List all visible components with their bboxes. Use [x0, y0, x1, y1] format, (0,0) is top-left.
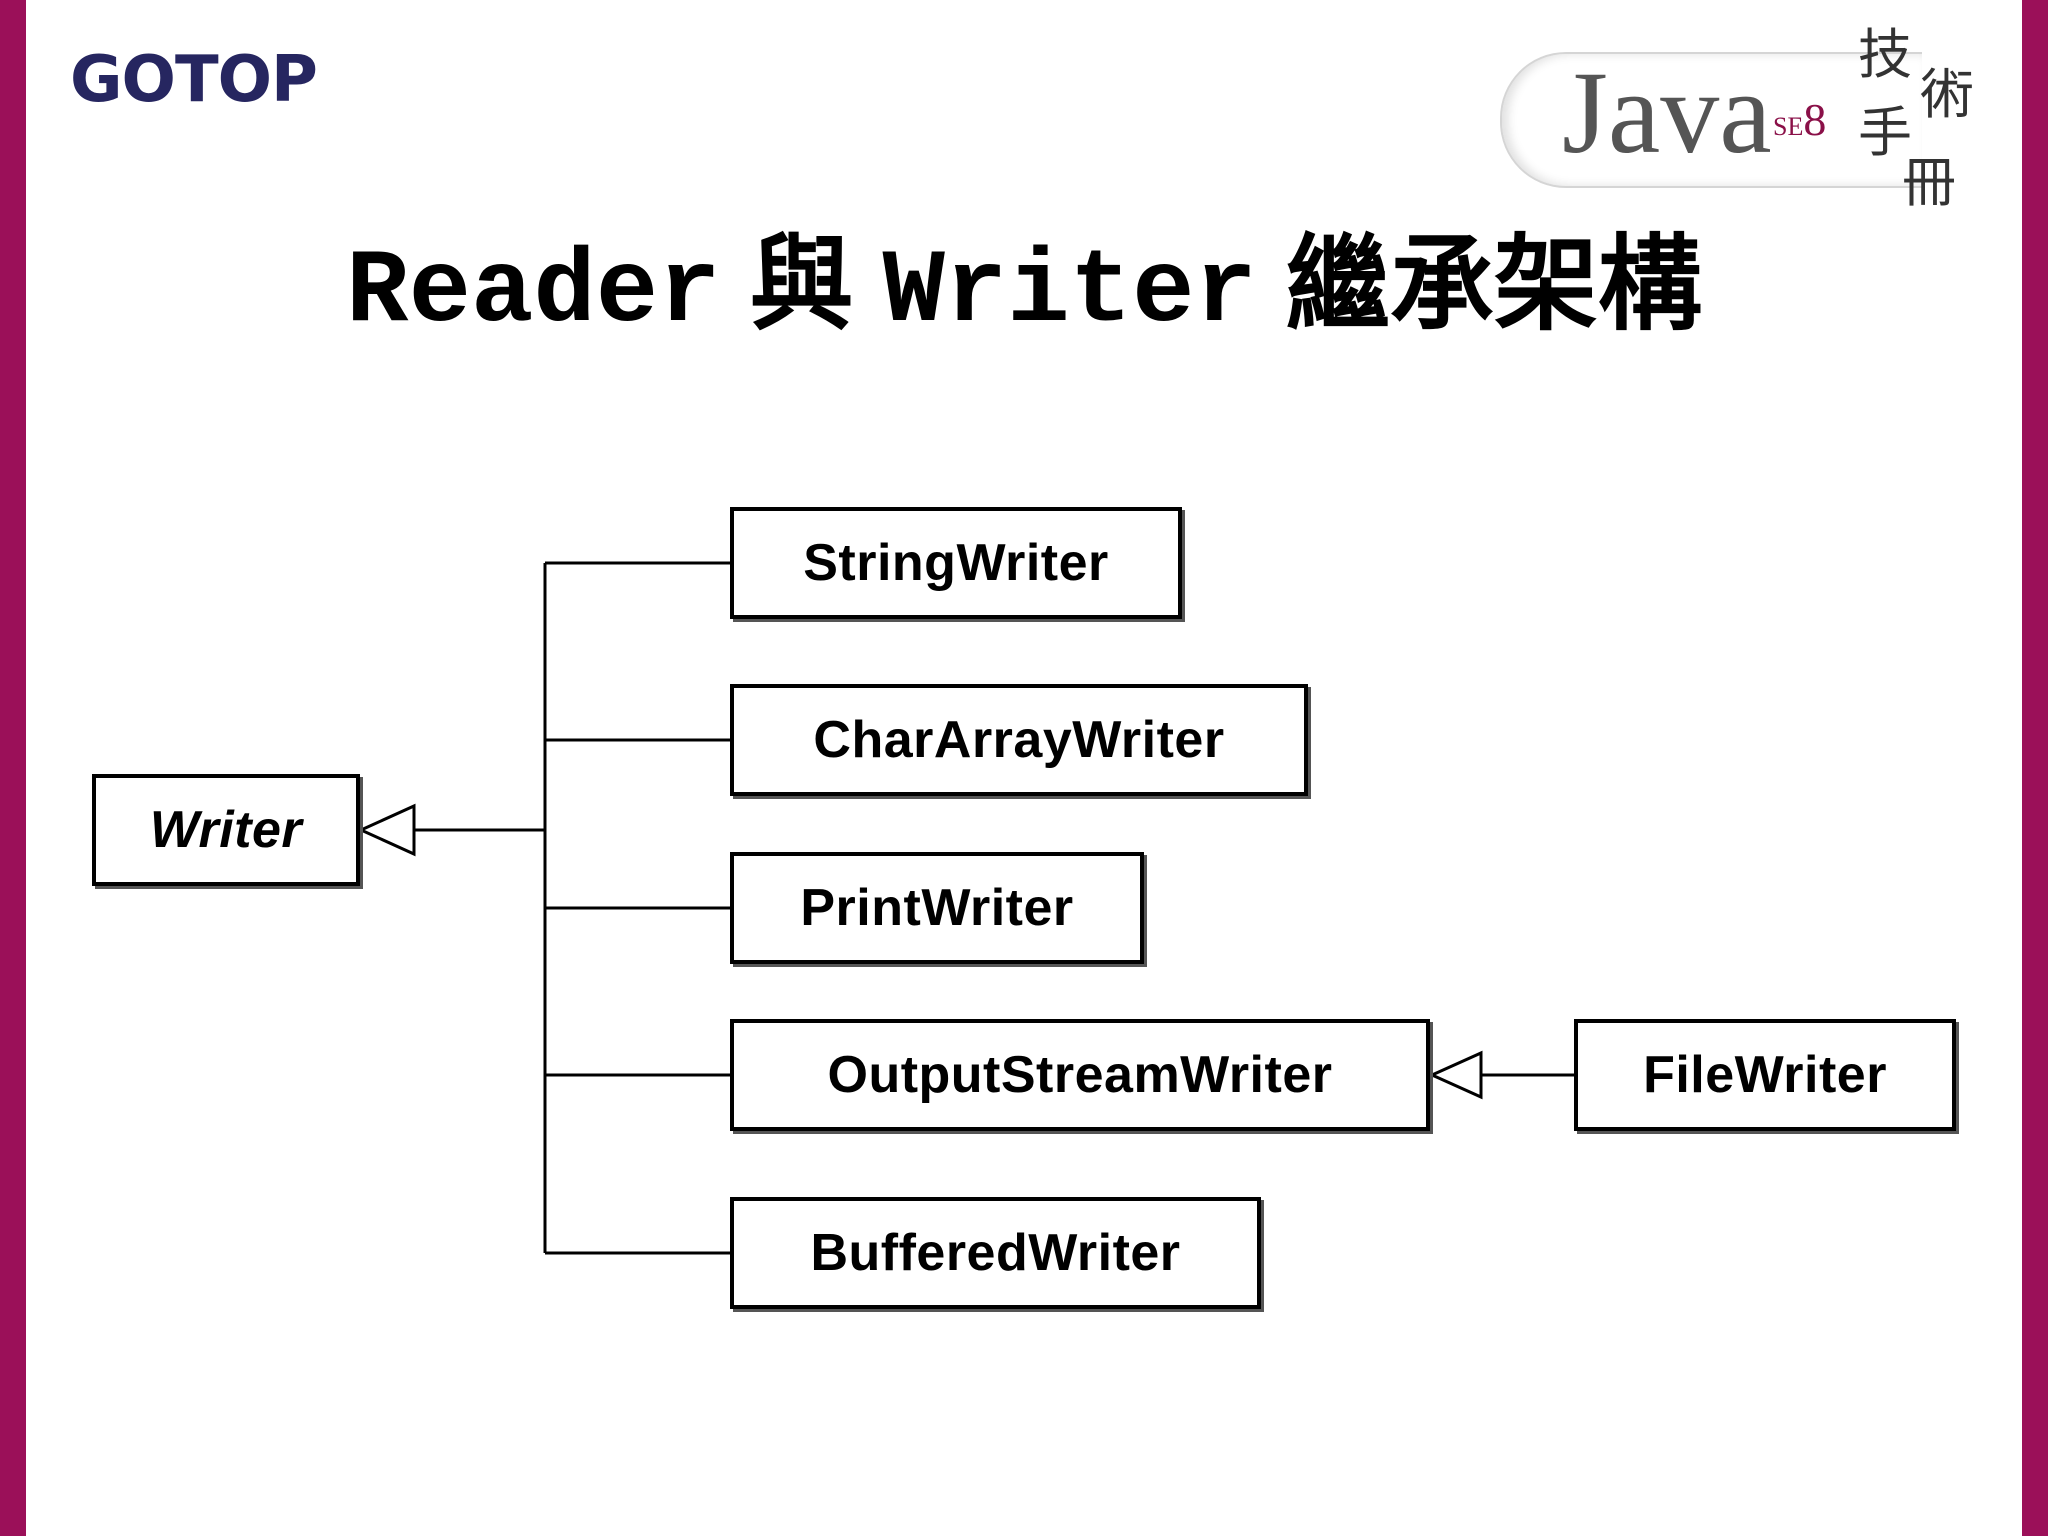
class-box-chararraywriter: CharArrayWriter	[730, 684, 1308, 796]
java-se8-badge: Java SE8 技 術 手 冊	[1500, 28, 1990, 210]
badge-pill-shape	[1500, 52, 1922, 188]
class-box-writer: Writer	[92, 774, 360, 886]
title-reader: Reader	[346, 234, 721, 352]
osw-inheritance-arrow	[1428, 1050, 1483, 1100]
badge-java-text: Java	[1562, 47, 1772, 178]
badge-char-1: 技	[1858, 23, 1912, 86]
title-writer: Writer	[882, 234, 1257, 352]
slide-title: Reader 與 Writer 繼承架構	[0, 222, 2048, 356]
title-and: 與	[749, 223, 854, 345]
class-box-bufferedwriter: BufferedWriter	[730, 1197, 1261, 1309]
badge-char-2: 術	[1920, 63, 1974, 126]
badge-char-3: 手	[1858, 101, 1912, 164]
left-accent-bar	[0, 0, 26, 1536]
class-box-printwriter: PrintWriter	[730, 852, 1144, 964]
badge-version-number: 8	[1803, 94, 1827, 145]
badge-se-text: SE	[1773, 112, 1804, 141]
badge-calligraphy: 技 術 手 冊	[1858, 28, 1988, 218]
class-box-filewriter: FileWriter	[1574, 1019, 1956, 1131]
title-hierarchy: 繼承架構	[1285, 223, 1702, 345]
right-accent-bar	[2022, 0, 2048, 1536]
badge-char-4: 冊	[1902, 151, 1956, 214]
class-box-outputstreamwriter: OutputStreamWriter	[730, 1019, 1430, 1131]
gotop-logo: GOTOP	[70, 43, 318, 117]
class-box-stringwriter: StringWriter	[730, 507, 1182, 619]
writer-inheritance-arrow	[357, 803, 416, 857]
badge-version: SE8	[1773, 97, 1826, 143]
